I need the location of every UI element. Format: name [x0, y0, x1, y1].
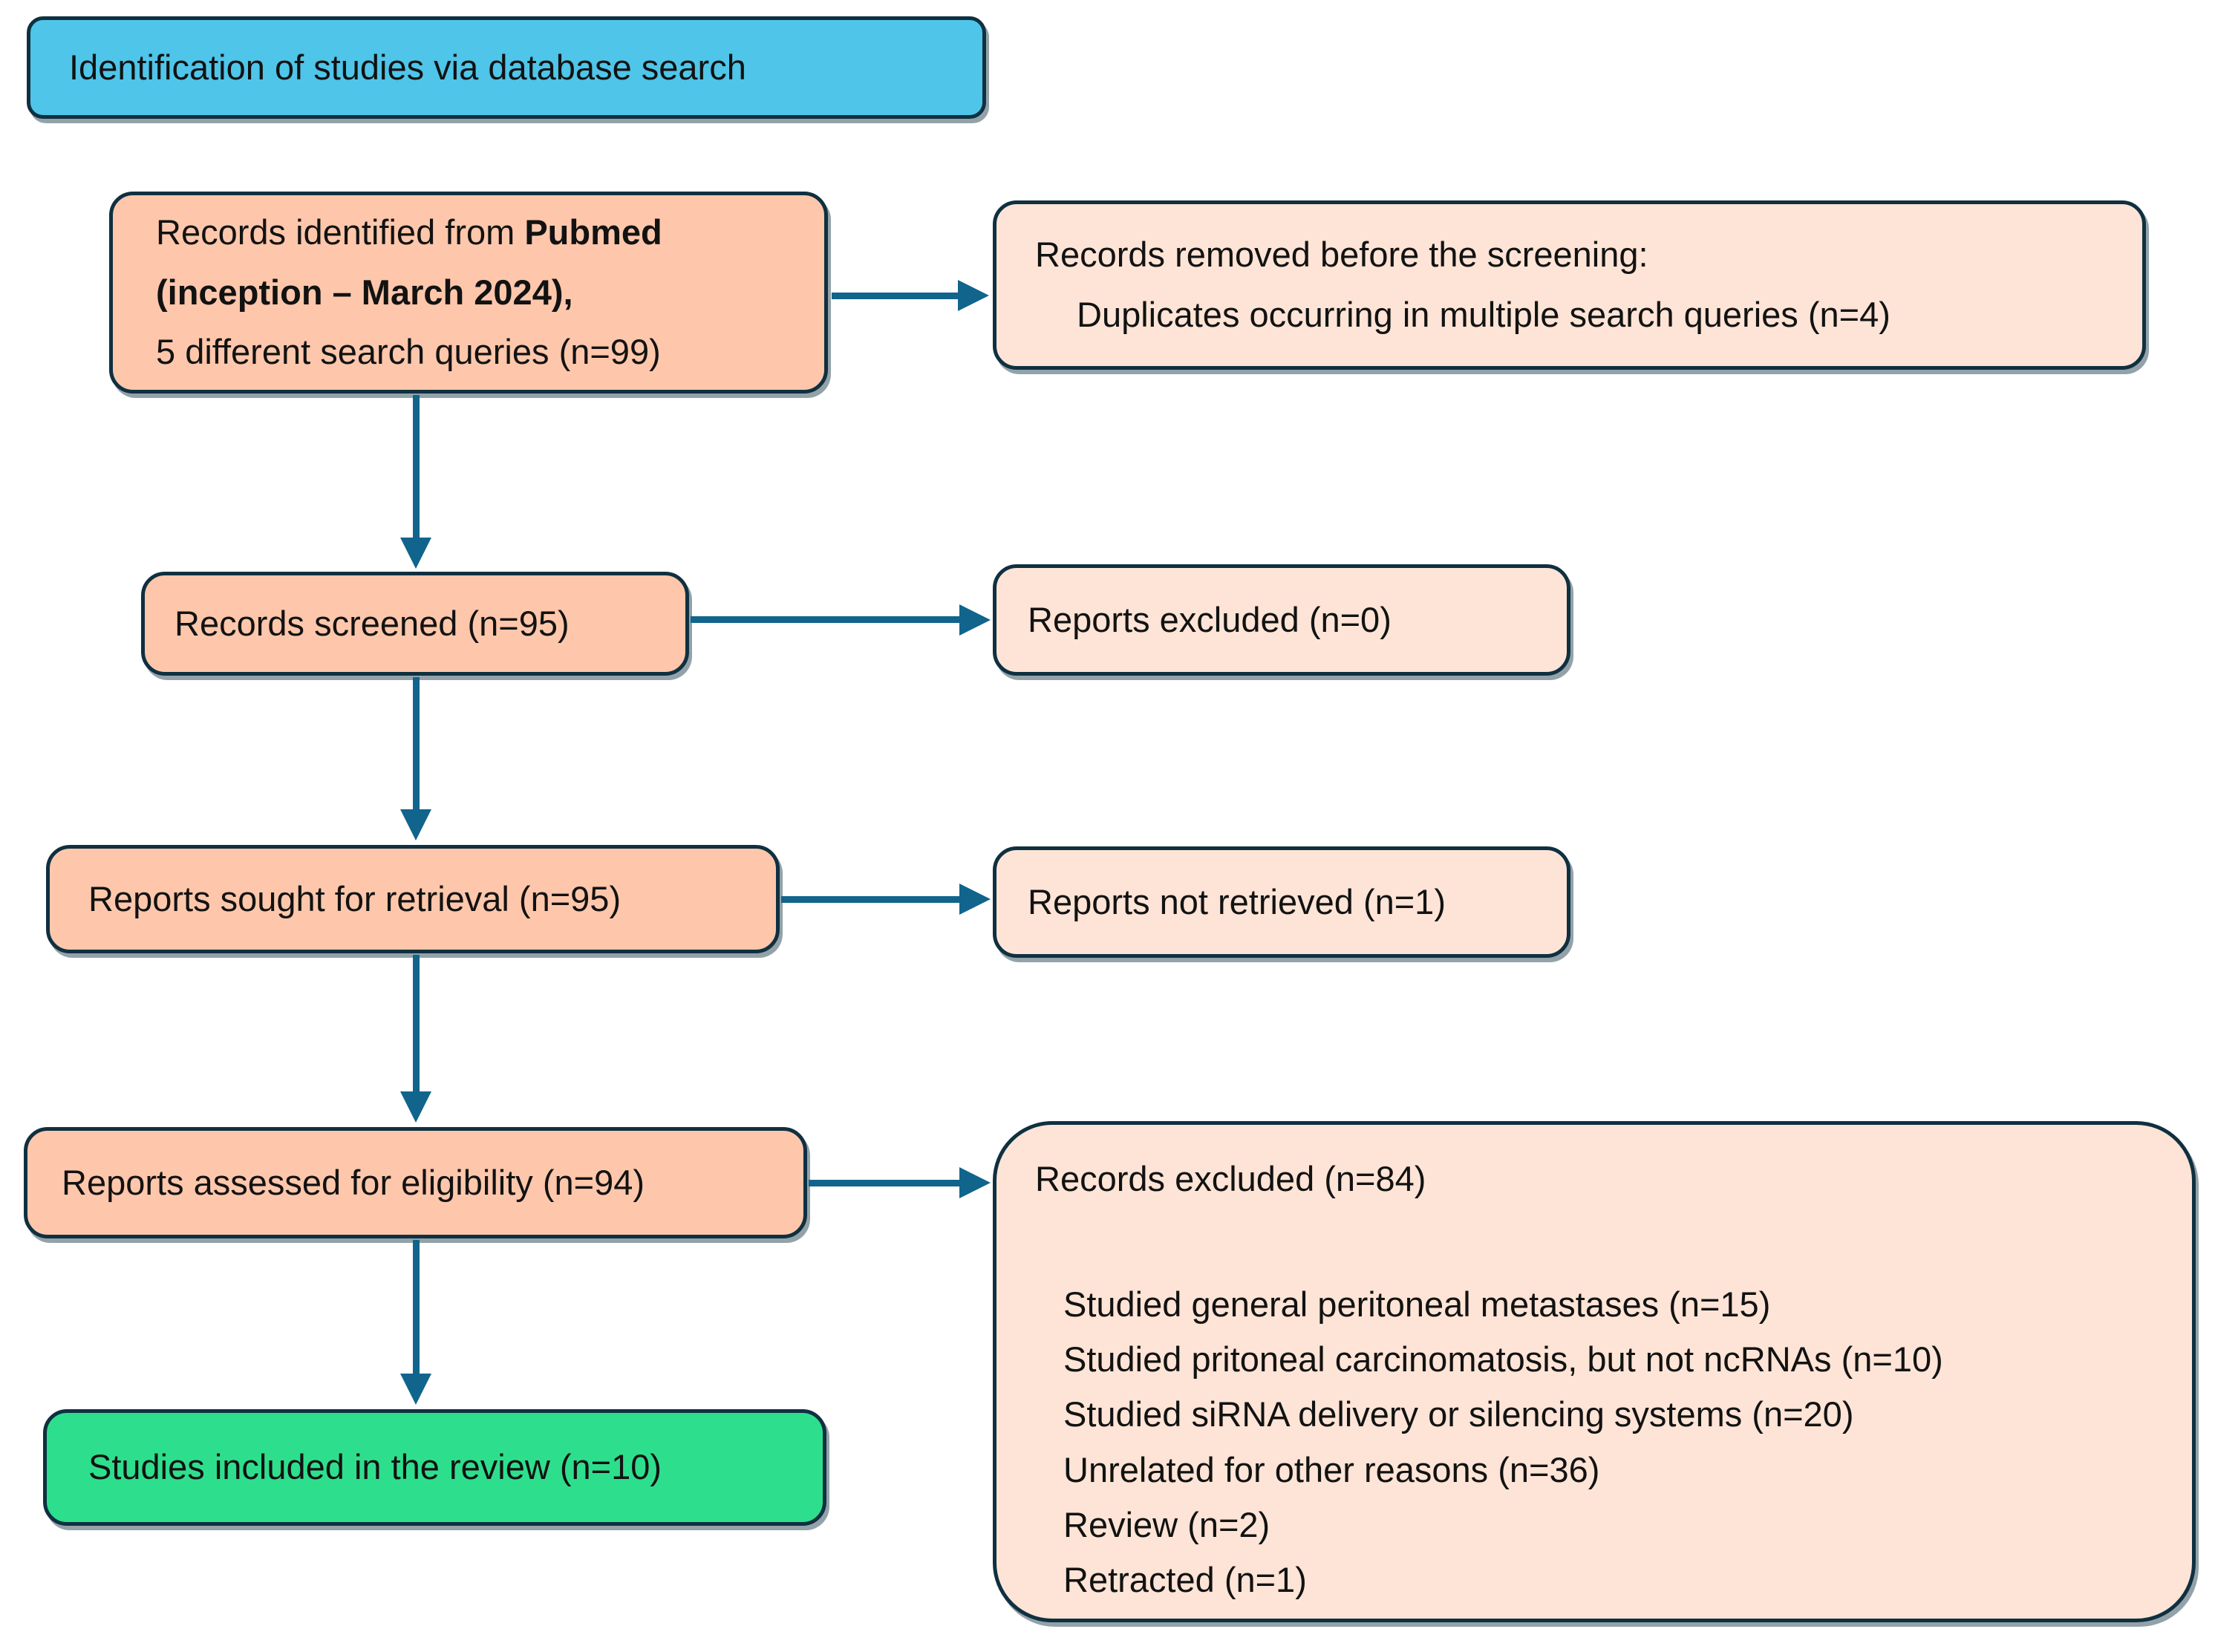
arrow-screened-to-excluded-line: [691, 616, 964, 623]
records-removed-line1: Records removed before the screening:: [1035, 235, 1648, 275]
studies-included-label: Studies included in the review (n=10): [88, 1447, 662, 1487]
reports-excluded-label: Reports excluded (n=0): [1028, 599, 1392, 639]
records-screened-label: Records screened (n=95): [174, 603, 570, 643]
arrow-sought-to-assessed-head: [400, 1091, 431, 1123]
box-reports-sought: Reports sought for retrieval (n=95): [46, 845, 780, 953]
records-identified-text: Records identified from Pubmed (inceptio…: [156, 203, 662, 382]
arrow-identified-to-removed-line: [832, 293, 964, 299]
excluded-reason-item: Studied siRNA delivery or silencing syst…: [1063, 1394, 1854, 1434]
box-reports-assessed: Reports assessed for eligibility (n=94): [24, 1127, 807, 1238]
records-identified-line3: 5 different search queries (n=99): [156, 322, 662, 382]
records-excluded-content: Records excluded (n=84) Studied general …: [1035, 1158, 2165, 1607]
records-identified-count: 5 different search queries (n=99): [156, 332, 661, 372]
box-records-excluded-eligibility: Records excluded (n=84) Studied general …: [993, 1121, 2196, 1622]
reports-sought-label: Reports sought for retrieval (n=95): [88, 878, 622, 918]
excluded-reason-item: Review (n=2): [1063, 1504, 1270, 1544]
excluded-reason-item: Studied pritoneal carcinomatosis, but no…: [1063, 1339, 1943, 1379]
arrow-assessed-to-included-line: [413, 1240, 420, 1377]
reports-not-retrieved-label: Reports not retrieved (n=1): [1028, 881, 1446, 921]
records-removed-line2: Duplicates occurring in multiple search …: [1077, 295, 1891, 334]
records-identified-prefix: Records identified from: [156, 212, 525, 252]
records-identified-source: Pubmed: [524, 212, 662, 252]
excluded-reason-item: Retracted (n=1): [1063, 1560, 1307, 1599]
arrow-sought-to-assessed-line: [413, 955, 420, 1094]
banner-identification: Identification of studies via database s…: [27, 16, 986, 119]
excluded-reason-item: Studied general peritoneal metastases (n…: [1063, 1284, 1771, 1324]
box-records-screened: Records screened (n=95): [141, 572, 689, 676]
arrow-assessed-to-excluded-head: [959, 1167, 991, 1198]
arrow-screened-to-sought-line: [413, 677, 420, 812]
records-identified-daterange: (inception – March 2024),: [156, 272, 573, 312]
box-studies-included: Studies included in the review (n=10): [43, 1409, 826, 1526]
records-excluded-heading: Records excluded (n=84): [1035, 1159, 1426, 1198]
box-records-identified: Records identified from Pubmed (inceptio…: [109, 192, 828, 394]
arrow-identified-to-screened-head: [400, 538, 431, 569]
arrow-sought-to-notretrieved-line: [781, 896, 964, 903]
banner-label: Identification of studies via database s…: [69, 47, 746, 87]
arrow-screened-to-excluded-head: [959, 604, 991, 636]
arrow-identified-to-screened-line: [413, 395, 420, 541]
box-reports-not-retrieved: Reports not retrieved (n=1): [993, 846, 1570, 958]
records-excluded-reasons: Studied general peritoneal metastases (n…: [1035, 1277, 2165, 1608]
arrow-screened-to-sought-head: [400, 809, 431, 840]
reports-assessed-label: Reports assessed for eligibility (n=94): [62, 1162, 645, 1202]
arrow-assessed-to-excluded-line: [809, 1180, 965, 1186]
box-records-removed: Records removed before the screening: Du…: [993, 200, 2146, 370]
excluded-reason-item: Unrelated for other reasons (n=36): [1063, 1449, 1600, 1489]
box-reports-excluded: Reports excluded (n=0): [993, 564, 1570, 676]
arrow-assessed-to-included-head: [400, 1374, 431, 1405]
records-identified-line1: Records identified from Pubmed: [156, 203, 662, 263]
arrow-identified-to-removed-head: [958, 280, 989, 311]
records-removed-text: Records removed before the screening: Du…: [1035, 225, 1891, 345]
records-identified-line2: (inception – March 2024),: [156, 263, 662, 323]
arrow-sought-to-notretrieved-head: [959, 884, 991, 915]
